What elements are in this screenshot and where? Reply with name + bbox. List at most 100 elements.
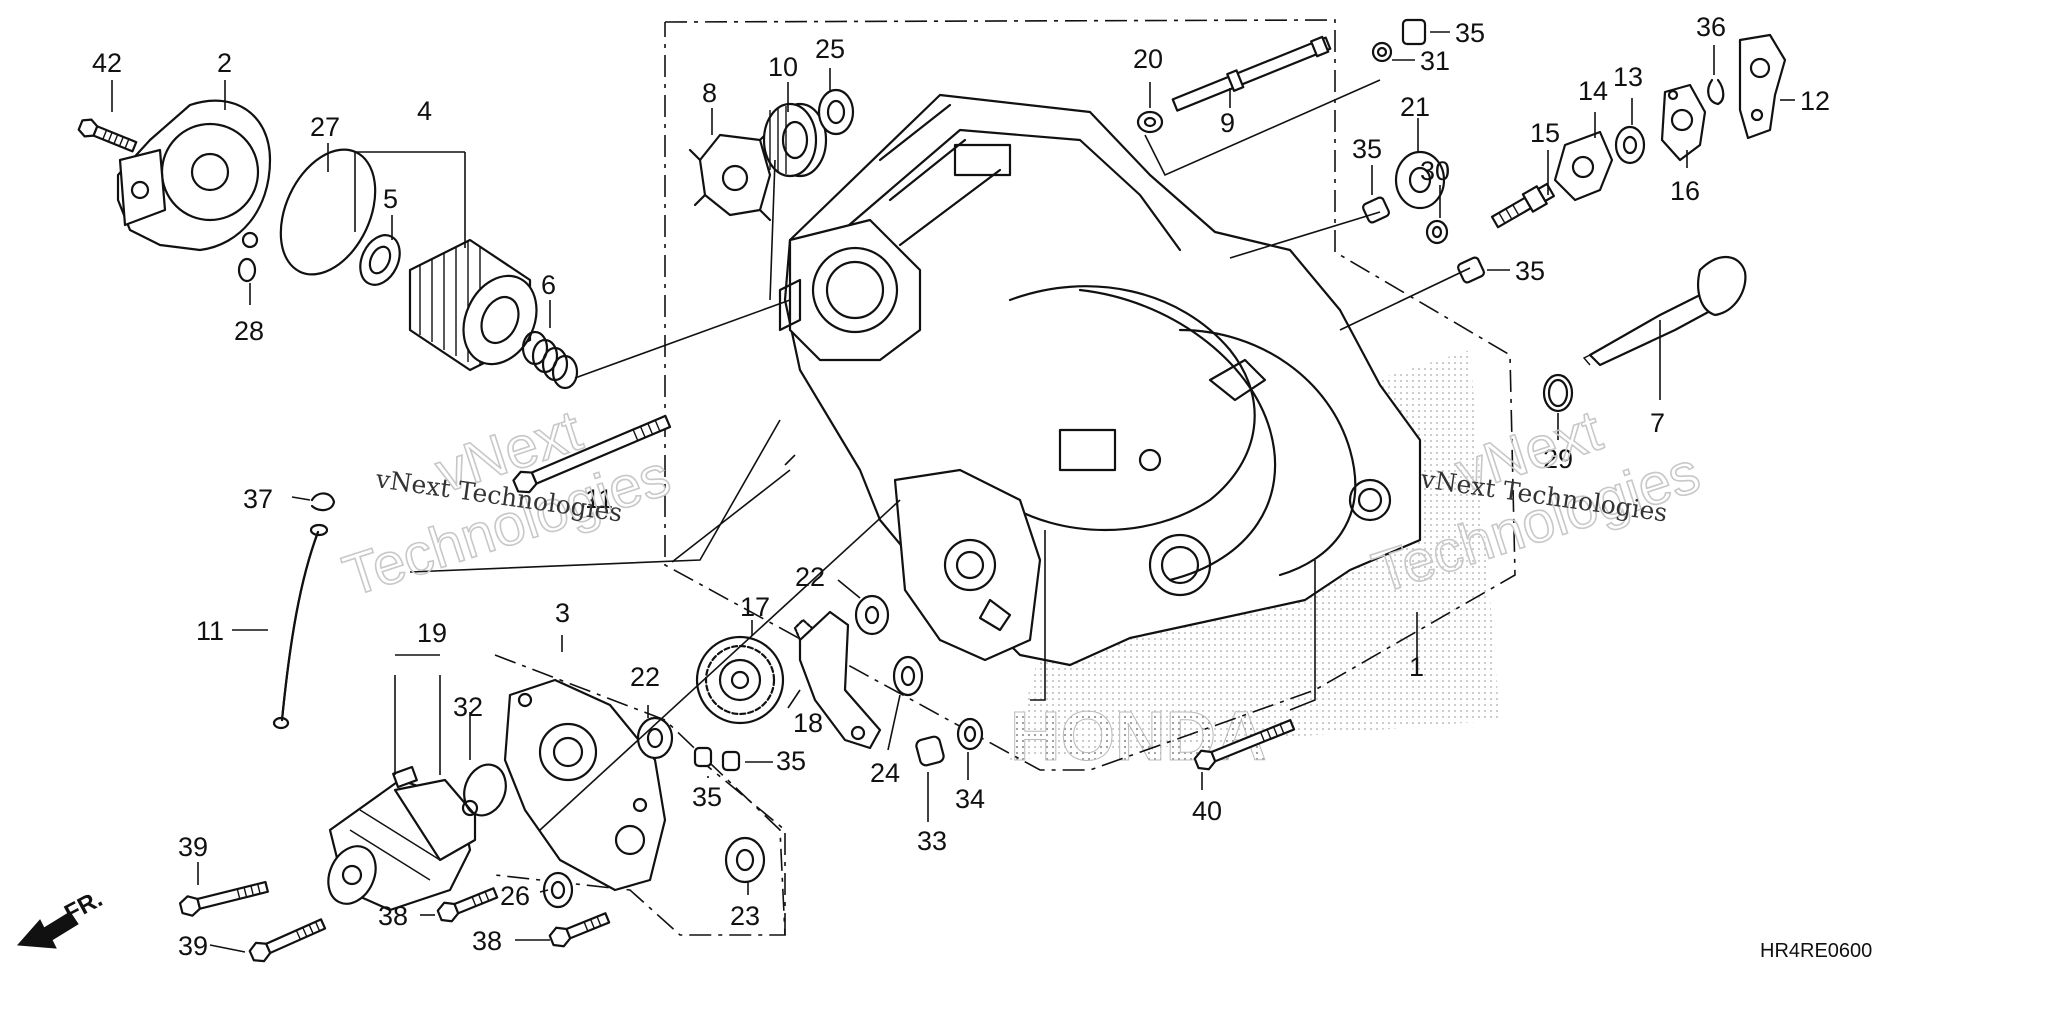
washer-20 — [1136, 110, 1164, 134]
callout-24: 24 — [870, 758, 900, 788]
callout-8: 8 — [702, 78, 717, 108]
callout-27: 27 — [310, 112, 340, 142]
front-direction-marker: FR. — [16, 885, 107, 949]
top-right-parts — [1490, 33, 1787, 413]
callout-labels: 42 2 27 4 5 6 28 8 10 25 20 9 35 31 36 1… — [92, 12, 1830, 961]
bearing-21 — [1394, 150, 1446, 210]
callout-37: 37 — [243, 484, 273, 514]
dowel-35-top — [1401, 18, 1427, 46]
callout-38-a: 38 — [378, 901, 408, 931]
bolt-38-a — [436, 887, 499, 923]
diagram-code: HR4RE0600 — [1760, 940, 1872, 962]
callout-35-b2: 35 — [776, 746, 806, 776]
callout-12: 12 — [1800, 86, 1830, 116]
callout-38-b: 38 — [472, 926, 502, 956]
callout-7: 7 — [1650, 408, 1665, 438]
long-bolt — [512, 414, 672, 494]
callout-36: 36 — [1696, 12, 1726, 42]
o-ring-29 — [1542, 373, 1574, 413]
bolt-38-b — [548, 912, 611, 948]
assembly-boundaries — [494, 19, 1516, 936]
left-middle-parts — [272, 414, 672, 730]
seal-5 — [359, 234, 401, 286]
callout-11: 11 — [196, 616, 224, 646]
callout-19: 19 — [417, 618, 447, 648]
callout-2: 2 — [217, 48, 232, 78]
gear-17 — [695, 635, 785, 725]
callout-14: 14 — [1578, 76, 1608, 106]
bolt-40 — [1193, 719, 1296, 771]
clamp-37 — [310, 492, 336, 512]
washer-31 — [1371, 41, 1393, 63]
top-middle-parts — [688, 18, 1485, 284]
hose-11 — [280, 530, 320, 722]
callout-32: 32 — [453, 692, 483, 722]
filter-cover-group — [77, 99, 579, 390]
seal-25 — [817, 88, 855, 136]
callout-18: 18 — [793, 708, 823, 738]
arm-18 — [793, 610, 882, 750]
callout-35-mid: 35 — [1352, 134, 1382, 164]
callout-22-left: 22 — [630, 662, 660, 692]
callout-39-a: 39 — [178, 832, 208, 862]
starter-motor-19 — [327, 765, 479, 912]
rotor-8 — [698, 133, 772, 217]
callout-40: 40 — [1192, 796, 1222, 826]
callout-16: 16 — [1670, 176, 1700, 206]
callout-10: 10 — [768, 52, 798, 82]
callout-26: 26 — [500, 881, 530, 911]
callout-6: 6 — [541, 270, 556, 300]
callout-20: 20 — [1133, 44, 1163, 74]
callout-22-right: 22 — [795, 562, 825, 592]
dowel-35-b2 — [721, 750, 741, 772]
callout-39-b: 39 — [178, 931, 208, 961]
seal-13 — [1614, 125, 1646, 165]
bolt-39-b — [248, 918, 327, 963]
brand-mark: HONDA — [1010, 697, 1267, 775]
callout-35-top: 35 — [1455, 18, 1485, 48]
washer-30 — [1425, 219, 1449, 245]
front-arrow-icon — [16, 911, 79, 949]
washer-34 — [956, 717, 984, 751]
callout-35-b1: 35 — [692, 782, 722, 812]
callout-23: 23 — [730, 901, 760, 931]
callout-17: 17 — [740, 592, 770, 622]
bearing-22-right — [854, 594, 890, 636]
callout-21: 21 — [1400, 92, 1430, 122]
callout-25: 25 — [815, 34, 845, 64]
callout-9: 9 — [1220, 108, 1235, 138]
bearing-22-left — [636, 716, 674, 760]
dowel-35-mid — [1362, 196, 1390, 224]
water-pump-cover-3 — [503, 678, 667, 892]
callout-33: 33 — [917, 826, 947, 856]
callout-4: 4 — [417, 96, 432, 126]
plate-16 — [1660, 83, 1707, 162]
callout-29: 29 — [1543, 444, 1573, 474]
oil-filter-4 — [408, 238, 538, 372]
bracket-12 — [1738, 33, 1787, 140]
seal-10 — [762, 102, 828, 178]
crankcase-cover — [778, 93, 1422, 667]
spring-6 — [521, 330, 579, 390]
collar-33 — [915, 735, 945, 767]
dipstick-7 — [1582, 255, 1747, 367]
leader-lines — [111, 31, 1795, 953]
bearing-23 — [724, 836, 766, 884]
o-ring-32 — [463, 763, 507, 817]
callout-5: 5 — [383, 184, 398, 214]
dowel-35-b1 — [693, 746, 713, 768]
callout-34: 34 — [955, 784, 985, 814]
callout-28: 28 — [234, 316, 264, 346]
seal-24 — [892, 655, 924, 697]
callout-35-right: 35 — [1515, 256, 1545, 286]
shaft-9 — [1171, 35, 1332, 112]
plate-14 — [1553, 130, 1614, 202]
callout-1: 1 — [1409, 652, 1424, 682]
callout-3: 3 — [555, 598, 570, 628]
bolt-15 — [1490, 182, 1556, 229]
washer-28 — [237, 257, 257, 283]
callout-31: 31 — [1420, 46, 1450, 76]
seal-26 — [542, 871, 574, 909]
callout-30: 30 — [1420, 156, 1450, 186]
